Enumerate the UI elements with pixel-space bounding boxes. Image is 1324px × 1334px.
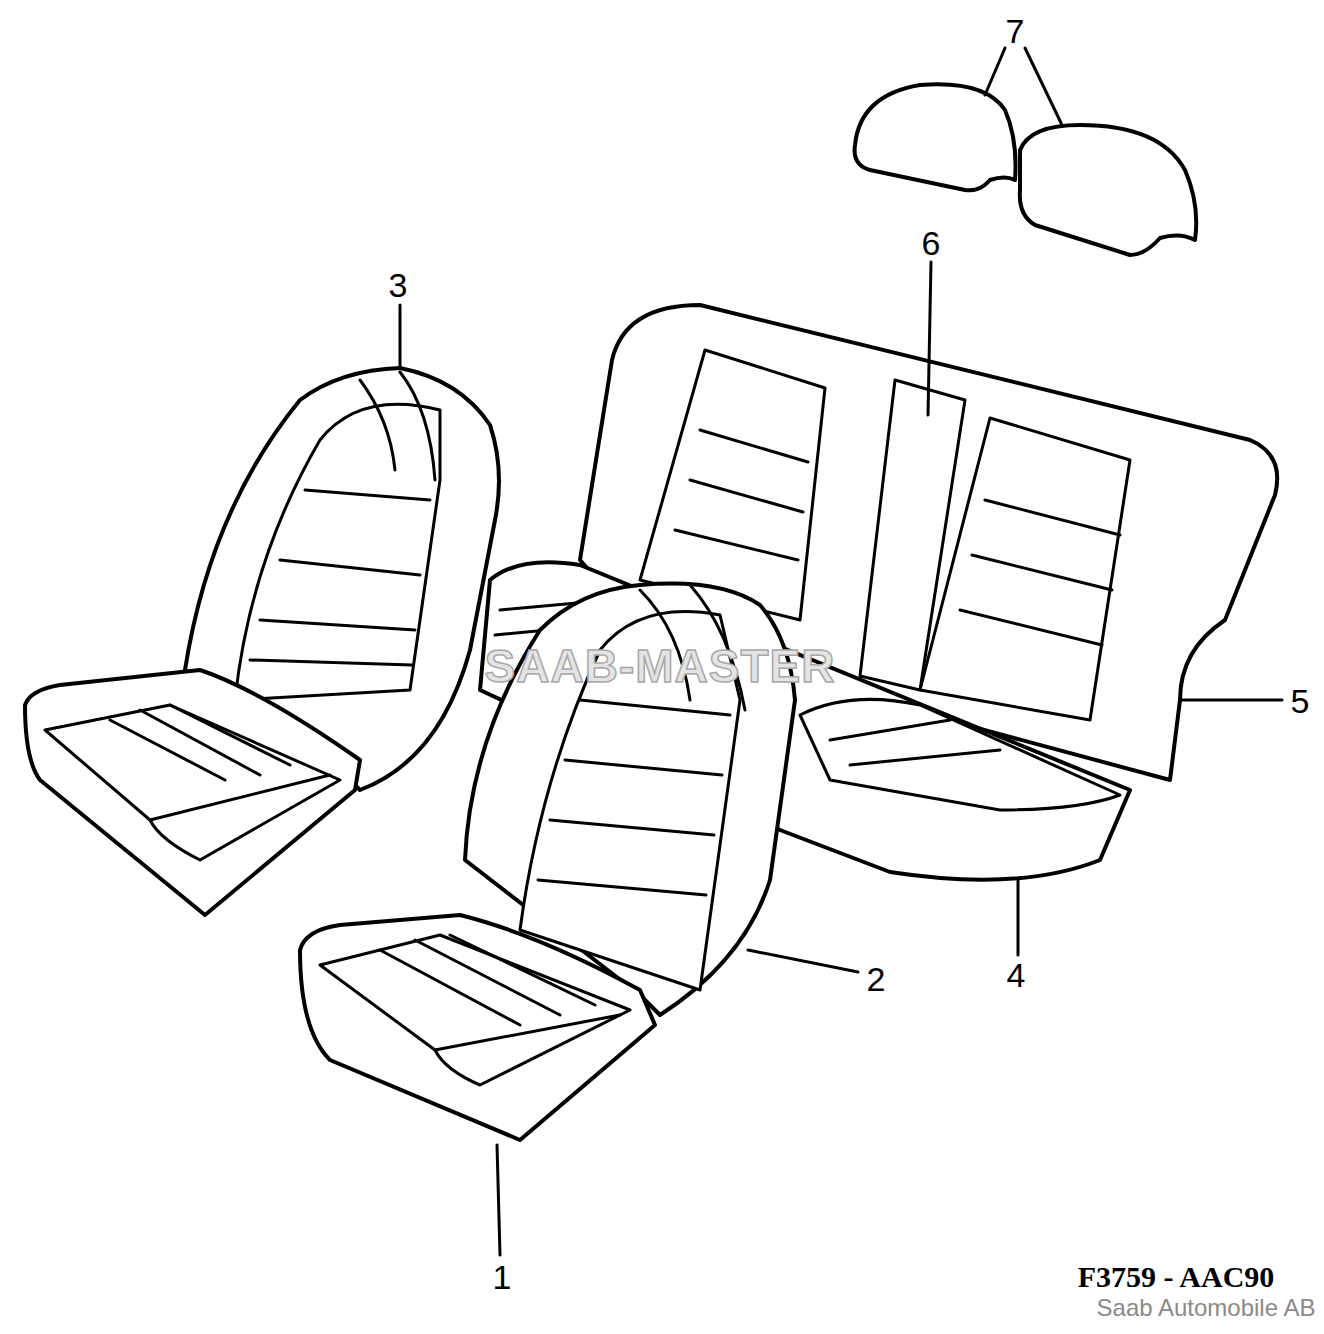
- front-cushion: [300, 915, 655, 1140]
- callout-number: 5: [1291, 684, 1310, 718]
- seat-panel: [640, 350, 825, 620]
- watermark: SAAB-MASTER: [485, 643, 836, 689]
- seat-panel: [45, 705, 340, 860]
- leader-lines: [400, 48, 1282, 1255]
- callout-number: 2: [867, 962, 886, 996]
- callout-number: 4: [1007, 958, 1026, 992]
- headrest: [1020, 125, 1196, 255]
- figure-code: F3759 - AAC90: [1078, 1262, 1275, 1292]
- callout-number: 3: [389, 268, 408, 302]
- callout-number: 1: [493, 1260, 512, 1294]
- copyright-note: Saab Automobile AB: [1097, 1296, 1316, 1320]
- callout-number: 7: [1006, 14, 1025, 48]
- callout-number: 6: [922, 226, 941, 260]
- seat-panel: [320, 935, 630, 1085]
- seat-panel: [235, 404, 440, 700]
- armrest: [860, 380, 965, 690]
- headrest: [855, 84, 1016, 190]
- front-cushion: [25, 670, 360, 915]
